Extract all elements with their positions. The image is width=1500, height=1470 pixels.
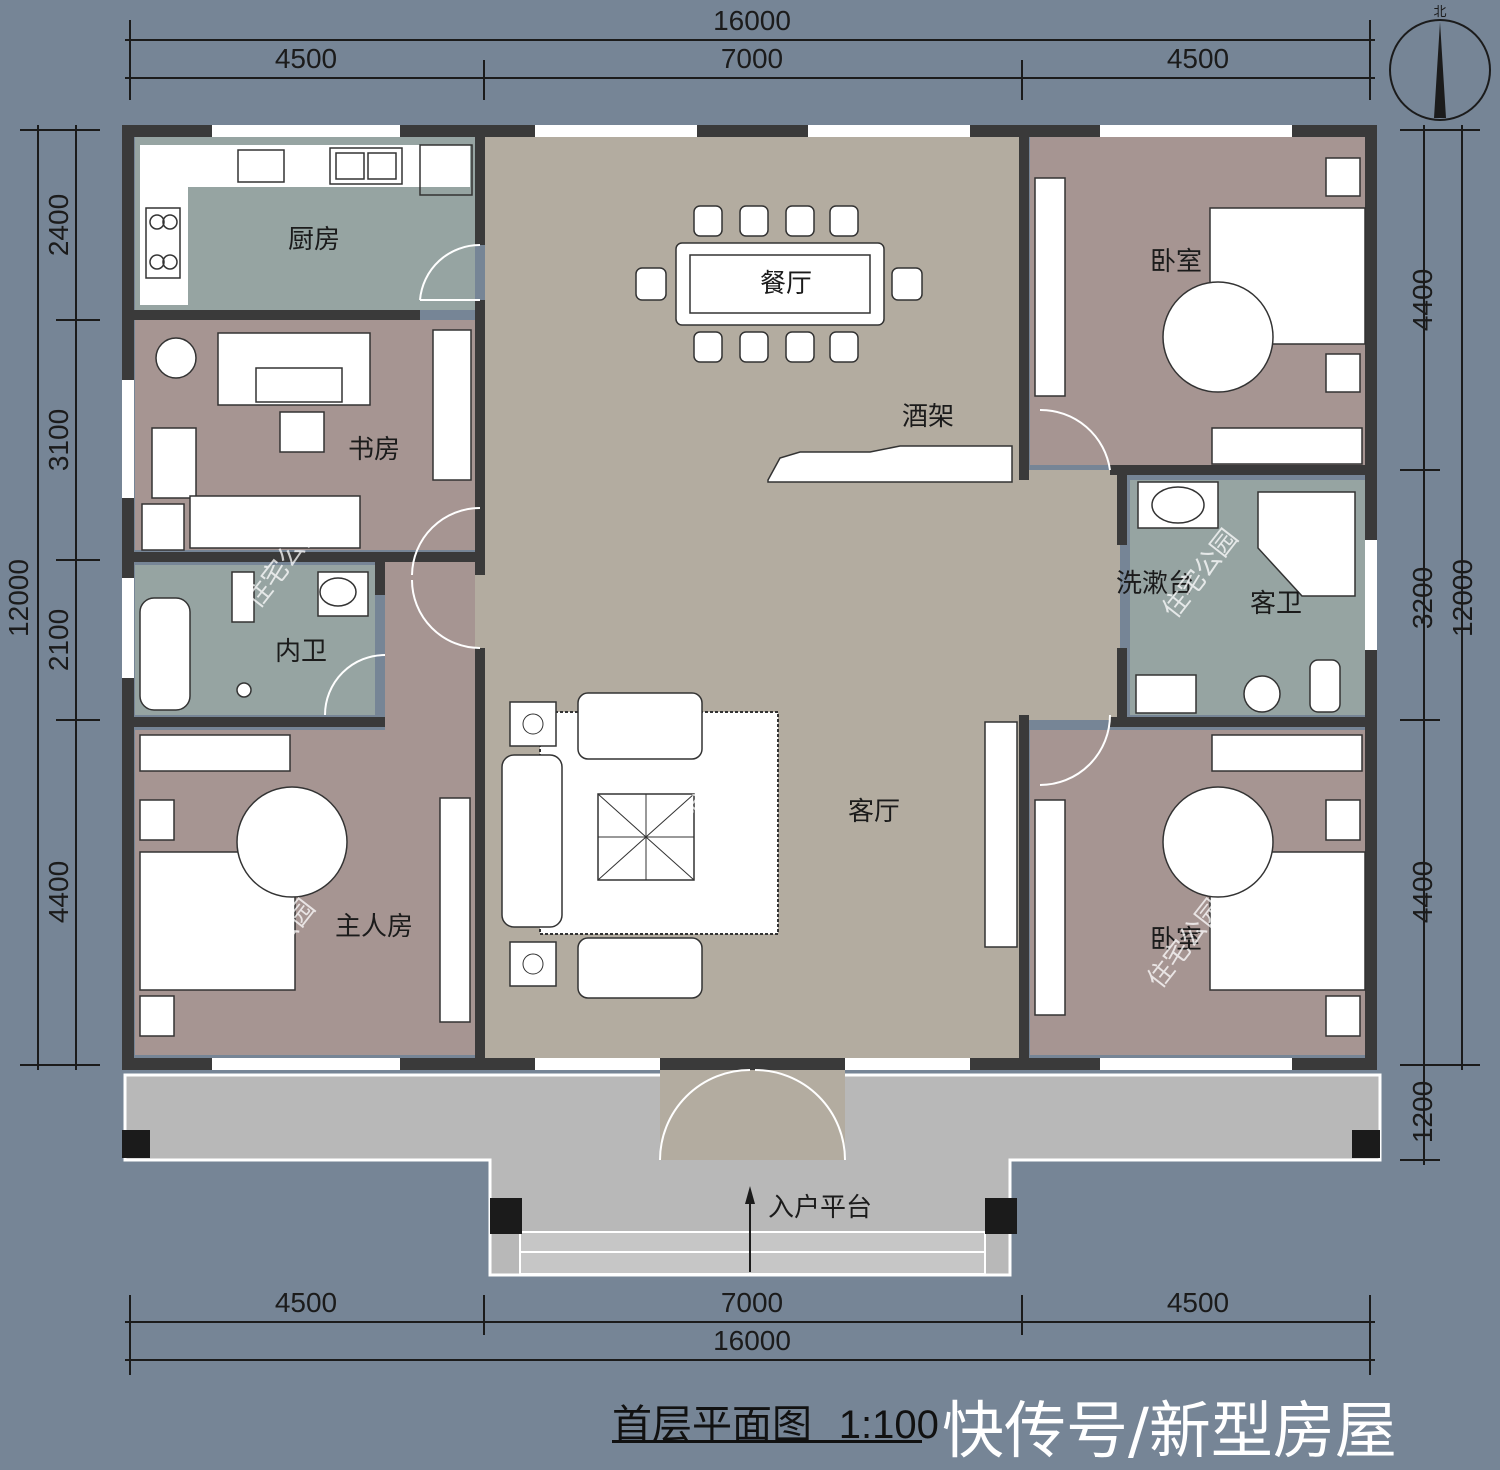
living-label: 客厅 — [848, 797, 900, 827]
dim-right-1: 4400 — [1407, 269, 1438, 331]
ne-bedroom-label: 卧室 — [1150, 247, 1202, 277]
windows — [122, 125, 1377, 1070]
dim-left-total: 12000 — [3, 559, 34, 637]
dim-right-2: 3200 — [1407, 567, 1438, 629]
dim-bottom-total: 16000 — [713, 1325, 791, 1356]
tv-cabinets — [439, 177, 1066, 1023]
study-label: 书房 — [348, 435, 400, 465]
north-label: 北 — [1433, 5, 1446, 20]
dim-right-3: 4400 — [1407, 861, 1438, 923]
guest-bath-label: 客卫 — [1250, 589, 1302, 619]
title-underline — [612, 1440, 922, 1443]
dim-left-1: 2400 — [43, 194, 74, 256]
bottom-dimensions — [125, 1295, 1375, 1375]
entry-label: 入户平台 — [768, 1193, 872, 1223]
master-bed — [139, 734, 348, 1037]
doors — [324, 243, 1111, 1161]
inner-bath-fixtures — [139, 571, 369, 711]
dim-bottom-left: 4500 — [275, 1287, 337, 1318]
study-fixtures — [141, 329, 472, 551]
dim-top-right: 4500 — [1167, 43, 1229, 74]
dim-top-center: 7000 — [721, 43, 783, 74]
top-dimensions — [125, 20, 1375, 100]
dim-left-4: 4400 — [43, 861, 74, 923]
interior-walls — [128, 131, 1371, 1064]
entry-platform — [122, 1073, 1382, 1277]
living-furniture — [501, 692, 779, 999]
dining-table — [635, 205, 923, 363]
dim-bottom-right: 4500 — [1167, 1287, 1229, 1318]
source-label: 快传号/新型房屋 — [942, 1394, 1397, 1467]
left-dimensions — [20, 125, 100, 1070]
dim-bottom-center: 7000 — [721, 1287, 783, 1318]
right-dimensions — [1400, 125, 1480, 1165]
kitchen-fixtures — [145, 144, 473, 279]
se-bedroom-label: 卧室 — [1150, 925, 1202, 955]
dim-right-total: 12000 — [1447, 559, 1478, 637]
master-label: 主人房 — [335, 912, 413, 942]
plan-scale: 1:100 — [838, 1403, 939, 1447]
north-arrow-icon — [1389, 19, 1491, 121]
dim-top-left: 4500 — [275, 43, 337, 74]
wine-rack — [767, 445, 1013, 483]
inner-bath-label: 内卫 — [275, 637, 327, 667]
guest-bath-fixtures — [1135, 481, 1356, 714]
dim-right-4: 1200 — [1407, 1081, 1438, 1143]
washbasin-label: 洗漱台 — [1116, 569, 1194, 599]
dim-left-2: 3100 — [43, 409, 74, 471]
se-bedroom-bed — [1162, 734, 1366, 1037]
dining-label: 餐厅 — [760, 269, 812, 299]
dim-left-3: 2100 — [43, 609, 74, 671]
kitchen-label: 厨房 — [288, 225, 340, 255]
wine-rack-label: 酒架 — [902, 402, 954, 432]
ne-bedroom-bed — [1162, 157, 1366, 465]
dim-top-total: 16000 — [713, 5, 791, 36]
